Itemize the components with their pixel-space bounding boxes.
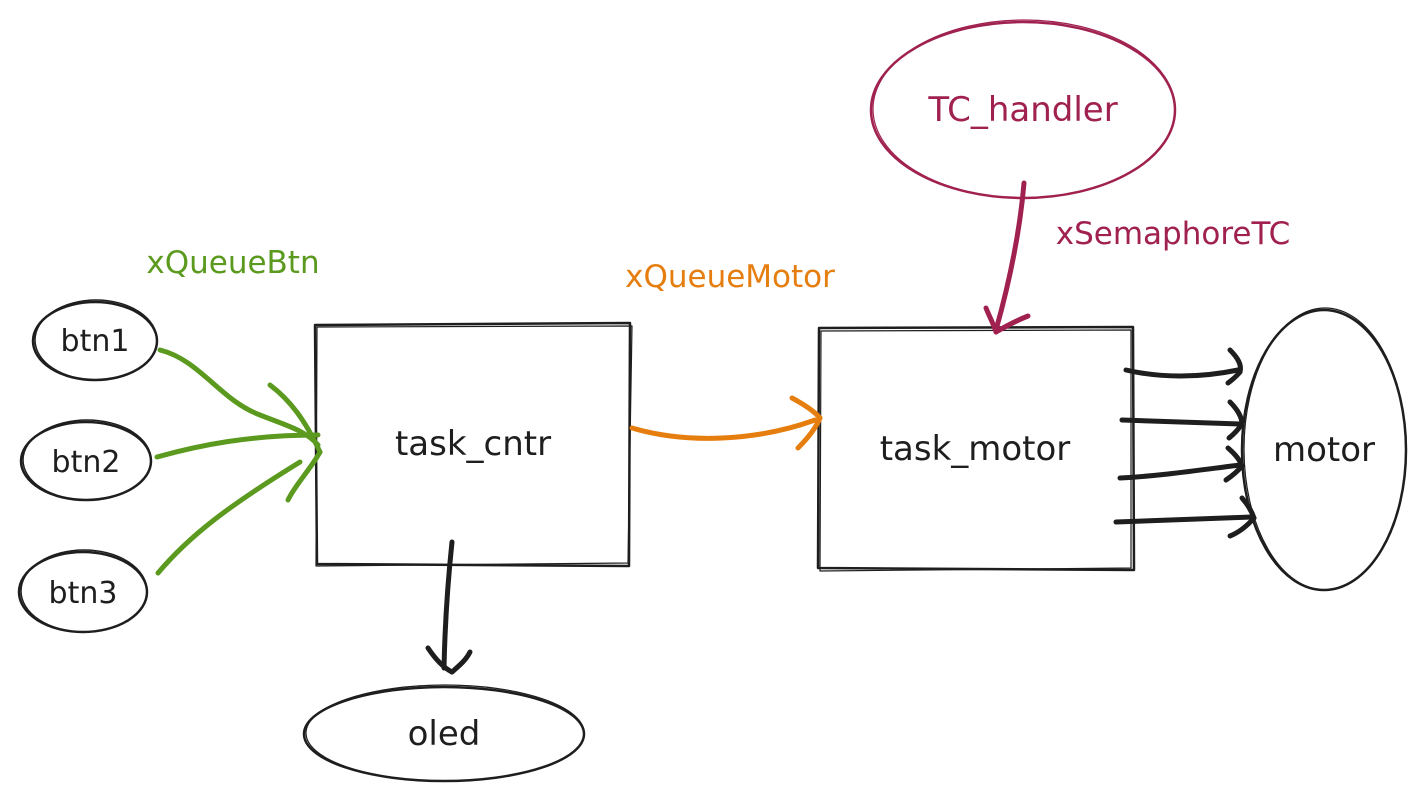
queue-btn-label: xQueueBtn <box>146 245 319 281</box>
arrows-queue-btn <box>154 347 323 576</box>
btn3-label: btn3 <box>49 576 118 611</box>
node-task-cntr-box <box>313 321 633 568</box>
semaphore-tc-label: xSemaphoreTC <box>1056 216 1290 252</box>
queue-motor-label: xQueueMotor <box>625 259 835 295</box>
oled-label: oled <box>408 714 481 754</box>
task-cntr-label: task_cntr <box>395 424 551 464</box>
node-btn1 <box>31 299 159 382</box>
btn2-label: btn2 <box>52 445 121 480</box>
arrow-queue-motor <box>629 395 823 451</box>
node-motor <box>1240 307 1408 592</box>
arrow-semaphore-tc <box>983 180 1031 335</box>
task-motor-label: task_motor <box>880 429 1071 469</box>
node-task-motor-box <box>816 325 1136 572</box>
node-btn2 <box>19 419 153 502</box>
node-btn3 <box>17 549 149 634</box>
arrows-to-motor <box>1113 347 1257 539</box>
arrow-to-oled <box>425 539 473 675</box>
motor-label: motor <box>1273 430 1375 470</box>
btn1-label: btn1 <box>61 324 130 359</box>
node-oled <box>302 684 586 783</box>
tc-handler-label: TC_handler <box>927 90 1117 130</box>
